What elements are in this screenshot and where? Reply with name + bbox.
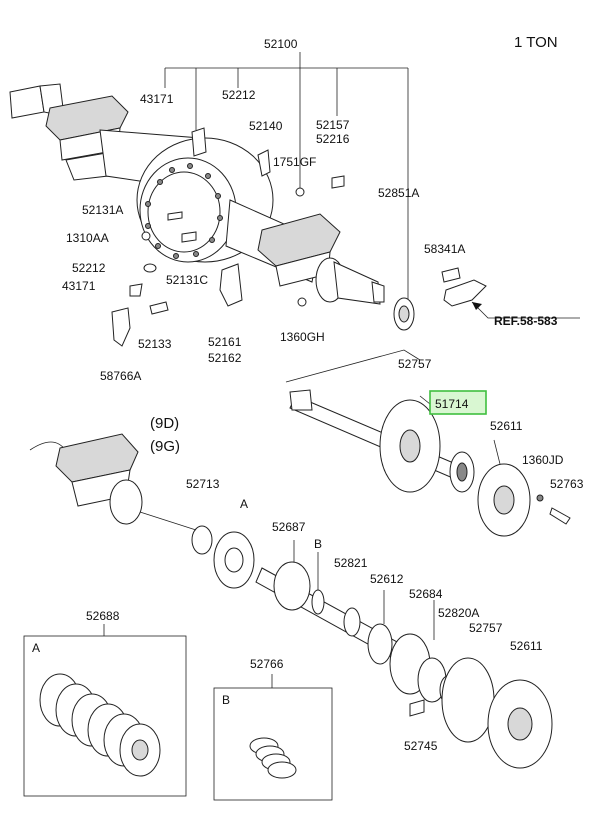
part-label-1310aa[interactable]: 1310AA xyxy=(66,231,109,245)
dual-wheel-housing-drawing xyxy=(29,433,255,589)
part-label-52821[interactable]: 52821 xyxy=(334,556,368,570)
part-label-52162[interactable]: 52162 xyxy=(208,351,242,365)
part-label-52851a[interactable]: 52851A xyxy=(378,186,419,200)
part-label-52687[interactable]: 52687 xyxy=(272,520,306,534)
box-a-clutch-plates xyxy=(23,624,187,797)
part-label-52820a[interactable]: 52820A xyxy=(438,606,479,620)
part-label-43171[interactable]: 43171 xyxy=(140,92,174,106)
part-label-1751gf[interactable]: 1751GF xyxy=(273,155,316,169)
part-label-51714[interactable]: 51714 xyxy=(435,397,469,411)
part-label-52216[interactable]: 52216 xyxy=(316,132,350,146)
part-label-52757-b[interactable]: 52757 xyxy=(469,621,503,635)
part-label-52212[interactable]: 52212 xyxy=(222,88,256,102)
axle-housing-drawing xyxy=(9,52,580,347)
part-label-52133[interactable]: 52133 xyxy=(138,337,172,351)
part-label-43171-b[interactable]: 43171 xyxy=(62,279,96,293)
part-label-58341a[interactable]: 58341A xyxy=(424,242,465,256)
variant-9d: (9D) xyxy=(150,415,179,432)
part-label-52766[interactable]: 52766 xyxy=(250,657,284,671)
part-label-52140[interactable]: 52140 xyxy=(249,119,283,133)
part-label-52212-b[interactable]: 52212 xyxy=(72,261,106,275)
box-b-spring xyxy=(213,674,333,801)
part-label-52612[interactable]: 52612 xyxy=(370,572,404,586)
part-label-52763[interactable]: 52763 xyxy=(550,477,584,491)
part-label-52100[interactable]: 52100 xyxy=(264,37,298,51)
part-label-1360jd[interactable]: 1360JD xyxy=(522,453,564,467)
part-label-52713[interactable]: 52713 xyxy=(186,477,220,491)
part-label-1360gh[interactable]: 1360GH xyxy=(280,330,325,344)
variant-9g: (9G) xyxy=(150,438,180,455)
axle-shaft-upper-drawing xyxy=(285,349,571,537)
part-label-52745[interactable]: 52745 xyxy=(404,739,438,753)
ref-58-583-link[interactable]: REF.58-583 xyxy=(494,314,558,328)
highlight-51714[interactable] xyxy=(429,390,487,415)
clutch-plate-stack xyxy=(39,673,161,777)
part-label-52157[interactable]: 52157 xyxy=(316,118,350,132)
part-label-b-spring[interactable]: B xyxy=(314,537,322,551)
part-label-52161[interactable]: 52161 xyxy=(208,335,242,349)
part-label-52684[interactable]: 52684 xyxy=(409,587,443,601)
part-label-52131c[interactable]: 52131C xyxy=(166,273,208,287)
part-label-52611[interactable]: 52611 xyxy=(490,419,523,433)
part-label-52131a[interactable]: 52131A xyxy=(82,203,123,217)
part-label-a-gasket[interactable]: A xyxy=(240,497,248,511)
title-1-ton: 1 TON xyxy=(514,34,558,51)
part-label-52688[interactable]: 52688 xyxy=(86,609,120,623)
part-label-58766a[interactable]: 58766A xyxy=(100,369,141,383)
part-label-52757[interactable]: 52757 xyxy=(398,357,432,371)
spring-coils xyxy=(249,737,297,779)
housing-cover-bolts xyxy=(145,163,223,259)
box-b-label: B xyxy=(222,693,230,707)
part-label-52611-b[interactable]: 52611 xyxy=(510,639,543,653)
axle-shaft-lower-drawing xyxy=(255,540,553,769)
box-a-label: A xyxy=(32,641,40,655)
